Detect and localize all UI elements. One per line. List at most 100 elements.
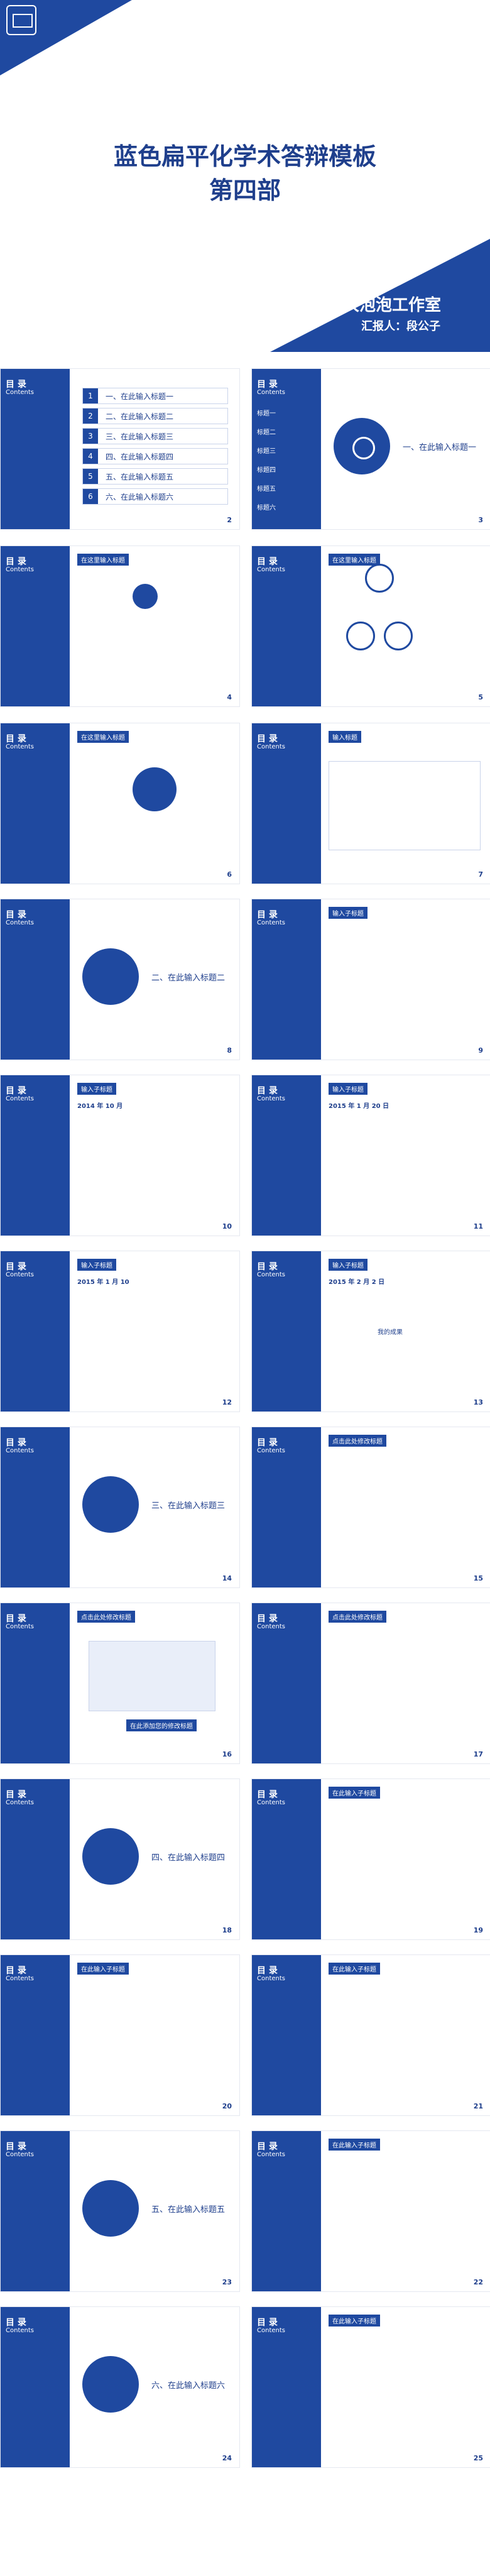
page-number: 3 (478, 516, 483, 524)
node-3 (384, 622, 413, 650)
date: 2015 年 2 月 2 日 (329, 1279, 385, 1286)
image-placeholder (89, 1641, 215, 1711)
image-caption: 在此添加您的修改标题 (126, 1719, 197, 1731)
slide-heading: 输入子标题 (77, 1083, 116, 1095)
slide-heading: 在此输入子标题 (77, 1963, 129, 1975)
cover-title-line1: 蓝色扁平化学术答辩模板 (113, 143, 376, 170)
slide-heading: 在此输入子标题 (329, 2139, 380, 2151)
section-title: 六、在此输入标题六 (151, 2381, 226, 2391)
section-title: 五、在此输入标题五 (151, 2205, 226, 2215)
slide-heading: 输入子标题 (329, 1083, 368, 1095)
section-icon-circle (82, 1828, 139, 1885)
section-title: 二、在此输入标题二 (151, 973, 226, 983)
slide-heading: 在此输入子标题 (329, 1963, 380, 1975)
section-icon-circle (82, 2356, 139, 2413)
slide-heading: 在这里输入标题 (77, 554, 129, 566)
toc-sidebar: 目 录 Contents (1, 369, 70, 529)
section-icon-circle (82, 948, 139, 1005)
section-title: 一、在此输入标题一 (403, 443, 477, 452)
section-icon-circle (334, 418, 390, 474)
cover-studio: 工大泡泡工作室 (327, 296, 442, 315)
slide-heading: 在这里输入标题 (329, 554, 380, 566)
page-number: 2 (227, 516, 232, 524)
date: 2015 年 1 月 10 (77, 1279, 129, 1286)
node-2 (346, 622, 375, 650)
cover-slide: 蓝色扁平化学术答辩模板 第四部 工大泡泡工作室 汇报人：段公子 (0, 0, 490, 352)
slide-heading: 在此输入子标题 (329, 2315, 380, 2327)
slide-heading: 在此输入子标题 (329, 1787, 380, 1799)
cover-reporter: 汇报人：段公子 (361, 320, 440, 333)
slide-heading: 输入子标题 (77, 1259, 116, 1271)
slide-heading: 输入子标题 (329, 907, 368, 919)
toc-title: 目 录 (6, 380, 26, 390)
inbox-icon (13, 14, 33, 28)
center-node (133, 767, 177, 811)
section-icon-circle (82, 1476, 139, 1533)
center-label: 我的成果 (378, 1329, 403, 1336)
section-icon-circle (82, 2180, 139, 2237)
section-slide-1: 目 录 Contents 标题一 标题二 标题三 标题四 标题五 标题六 一、在… (251, 368, 490, 530)
slide-heading: 输入子标题 (329, 1259, 368, 1271)
date: 2015 年 1 月 20 日 (329, 1103, 389, 1110)
slide-heading: 输入标题 (329, 731, 361, 743)
central-icon (133, 584, 158, 609)
sidebar: 目 录 Contents 标题一 标题二 标题三 标题四 标题五 标题六 (252, 369, 321, 529)
cover-title-line2: 第四部 (209, 177, 281, 204)
section-title: 四、在此输入标题四 (151, 1853, 226, 1863)
slide-heading: 点击此处修改标题 (77, 1611, 135, 1623)
slide-heading: 在这里输入标题 (77, 731, 129, 743)
list-box (329, 761, 481, 850)
date: 2014 年 10 月 (77, 1103, 123, 1110)
